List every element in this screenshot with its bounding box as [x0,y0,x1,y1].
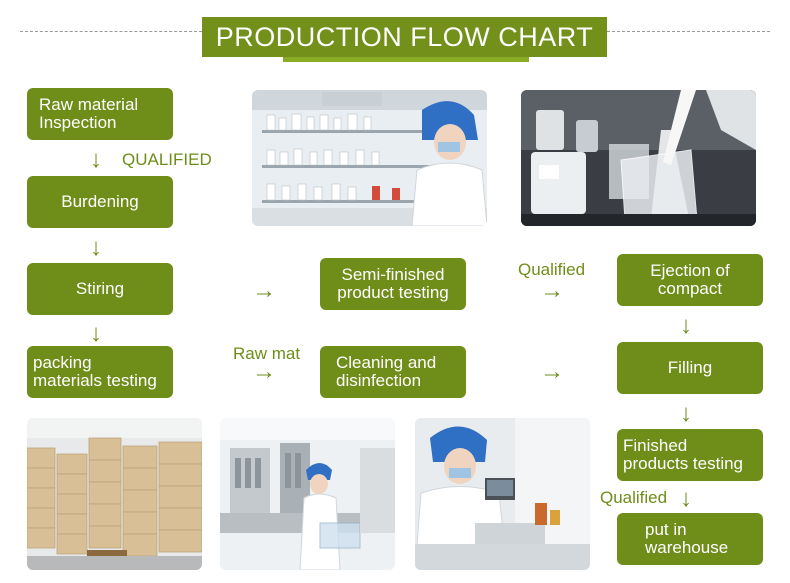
title-rule-right [607,31,770,32]
step-burdening: Burdening [27,176,173,228]
step-label: Semi-finished [341,265,445,284]
arrow-down-icon: ↓ [90,146,102,173]
arrow-down-icon: ↓ [90,234,102,261]
step-filling: Filling [617,342,763,394]
step-label: Cleaning and [336,353,437,372]
qualified-label: Qualified [518,260,586,279]
beaker-pouring-photo [521,90,756,226]
step-label: put in [645,520,687,539]
step-label: products testing [623,454,744,473]
step-label: Inspection [39,113,117,132]
lab-shelves-photo [252,90,487,226]
qualified-label: Qualified [600,488,668,507]
page-title: PRODUCTION FLOW CHART [202,17,607,57]
arrow-right-icon: → [540,358,564,385]
arrow-down-icon: ↓ [90,320,102,347]
lab-technician-photo [415,418,590,570]
step-label: Burdening [61,192,139,211]
carton-warehouse-photo [27,418,202,570]
step-label: disinfection [336,371,422,390]
arrow-down-icon: ↓ [680,312,692,339]
raw-mat-label: Raw mat [233,344,301,363]
step-label: Ejection of [650,261,730,280]
filling-machine-photo [220,418,395,570]
title-underline [283,57,529,62]
arrow-right-icon: → [540,277,564,304]
step-label: Raw material [39,95,139,114]
step-label: warehouse [645,538,729,557]
qualified-label: QUALIFIED [122,150,212,169]
arrow-down-icon: ↓ [680,485,692,512]
arrow-down-icon: ↓ [680,400,692,427]
step-label: Finished [623,436,688,455]
step-label: Stiring [75,279,125,298]
step-label: materials testing [33,371,157,390]
arrow-right-icon: → [252,277,276,304]
step-label: packing [33,353,92,372]
title-rule-left [20,31,202,32]
arrow-right-icon: → [252,358,276,385]
step-label: compact [657,279,723,298]
step-label: Filling [667,358,713,377]
step-label: product testing [337,283,449,302]
step-stiring: Stiring [27,263,173,315]
